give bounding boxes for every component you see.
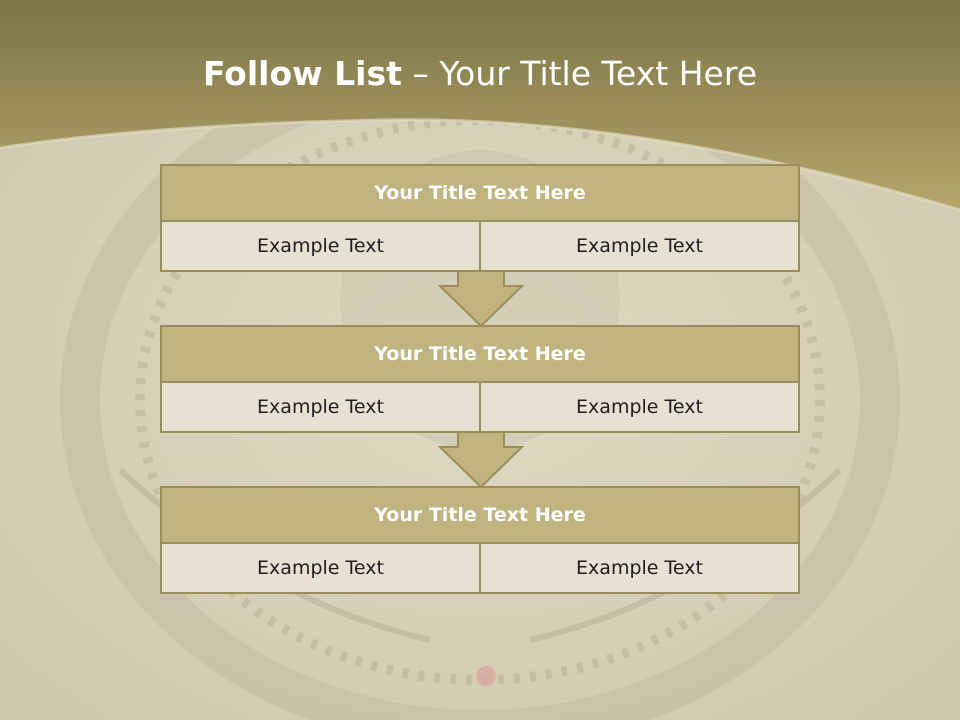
- title-rest: Your Title Text Here: [439, 54, 758, 93]
- step-cell-right: Example Text: [479, 544, 798, 592]
- step-box-2: Your Title Text Here Example Text Exampl…: [160, 325, 800, 433]
- step-row: Example Text Example Text: [162, 383, 798, 431]
- step-cell-left: Example Text: [257, 396, 384, 418]
- step-row: Example Text Example Text: [162, 222, 798, 270]
- step-box-3: Your Title Text Here Example Text Exampl…: [160, 486, 800, 594]
- title-dash: –: [401, 54, 440, 93]
- step-title: Your Title Text Here: [162, 488, 798, 544]
- step-title: Your Title Text Here: [162, 166, 798, 222]
- step-cell-left: Example Text: [257, 557, 384, 579]
- title-bold: Follow List: [202, 54, 402, 93]
- down-arrow-icon: [438, 431, 524, 489]
- down-arrow-icon: [438, 270, 524, 328]
- step-cell-right: Example Text: [479, 222, 798, 270]
- step-cell-left: Example Text: [257, 235, 384, 257]
- slide-title: Follow List – Your Title Text Here: [0, 54, 960, 93]
- step-box-1: Your Title Text Here Example Text Exampl…: [160, 164, 800, 272]
- step-cell-right: Example Text: [479, 383, 798, 431]
- step-row: Example Text Example Text: [162, 544, 798, 592]
- step-title: Your Title Text Here: [162, 327, 798, 383]
